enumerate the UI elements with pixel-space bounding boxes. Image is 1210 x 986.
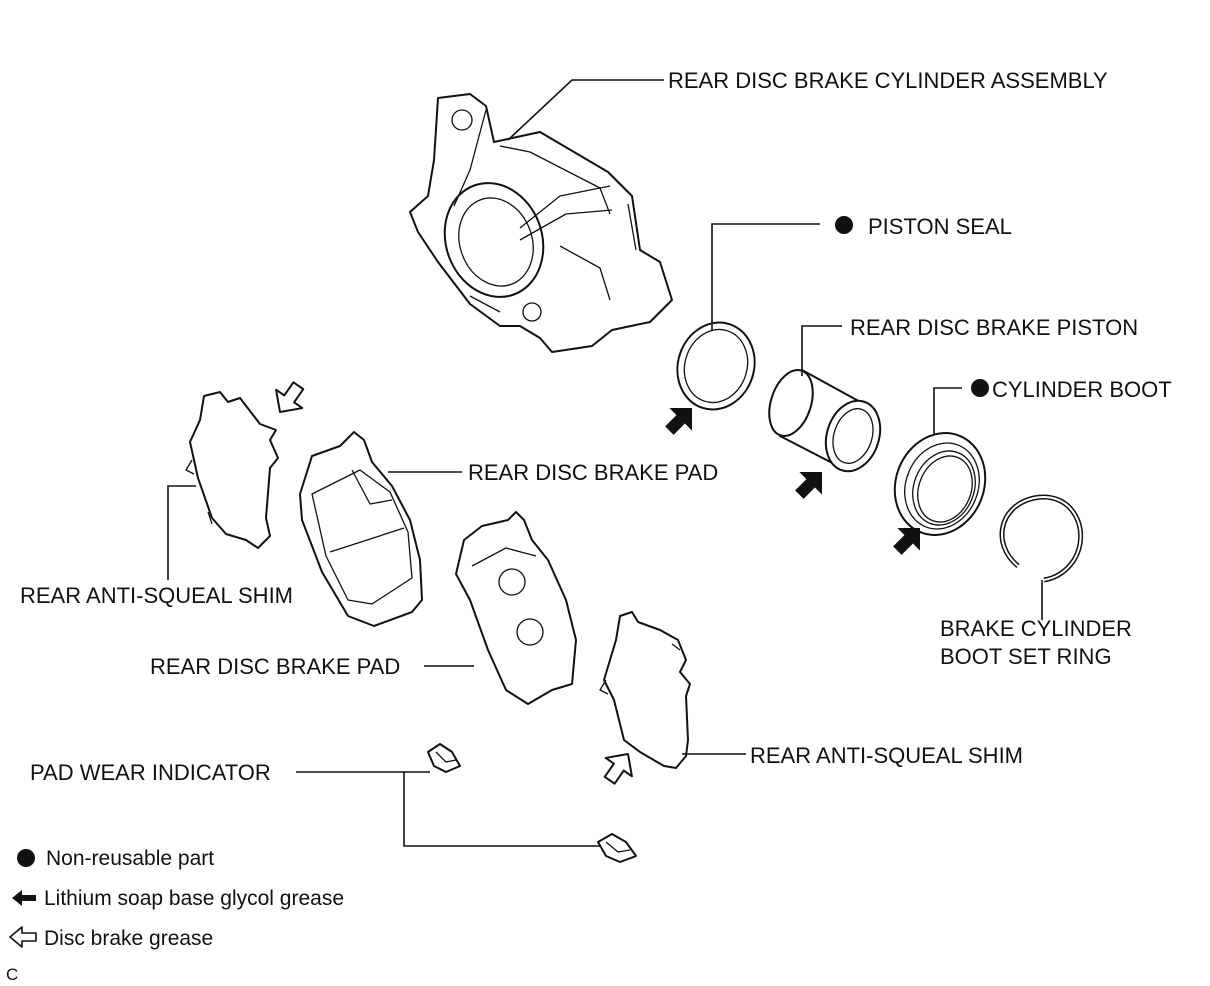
boot-ring-label-line2: BOOT SET RING (940, 644, 1112, 669)
cylinder-boot-label: CYLINDER BOOT (992, 377, 1172, 402)
figure-code: C (6, 965, 18, 984)
legend-lithium-grease: Lithium soap base glycol grease (44, 887, 344, 910)
solid-arrow-piston (795, 472, 822, 499)
piston-seal-drawing (676, 321, 756, 411)
boot-set-ring-drawing (999, 494, 1084, 583)
caliper-label: REAR DISC BRAKE CYLINDER ASSEMBLY (668, 68, 1108, 93)
solid-arrow-boot (893, 528, 920, 555)
non-reusable-dot-icon (17, 849, 35, 867)
caliper-drawing (409, 93, 673, 353)
solid-arrow-icon (12, 890, 36, 906)
hollow-arrow-right-shim (603, 753, 633, 785)
non-reusable-dot-icon (835, 216, 853, 234)
lower-pad-label: REAR DISC BRAKE PAD (150, 654, 400, 679)
cylinder-boot-drawing (893, 432, 987, 536)
hollow-arrow-left-shim (275, 381, 305, 413)
piston-drawing (768, 369, 882, 473)
right-shim-label: REAR ANTI-SQUEAL SHIM (750, 743, 1023, 768)
hollow-arrow-icon (9, 926, 37, 948)
left-shim-label: REAR ANTI-SQUEAL SHIM (20, 583, 293, 608)
wear-indicator-bottom-drawing (597, 833, 637, 863)
legend: Non-reusable part Lithium soap base glyc… (9, 847, 344, 950)
upper-pad-label: REAR DISC BRAKE PAD (468, 460, 718, 485)
left-shim-drawing (185, 391, 279, 549)
wear-indicator-label: PAD WEAR INDICATOR (30, 760, 271, 785)
lower-pad-drawing (455, 511, 577, 705)
legend-non-reusable: Non-reusable part (46, 847, 214, 870)
piston-seal-label: PISTON SEAL (868, 214, 1012, 239)
right-shim-drawing (599, 611, 691, 769)
boot-ring-label-line1: BRAKE CYLINDER (940, 616, 1132, 641)
solid-arrow-seal (665, 408, 692, 435)
legend-disc-grease: Disc brake grease (44, 927, 213, 950)
non-reusable-dot-icon (971, 379, 989, 397)
piston-label: REAR DISC BRAKE PISTON (850, 315, 1138, 340)
wear-indicator-top-drawing (427, 743, 461, 773)
upper-pad-drawing (299, 431, 423, 627)
leader-lines (167, 79, 1043, 847)
